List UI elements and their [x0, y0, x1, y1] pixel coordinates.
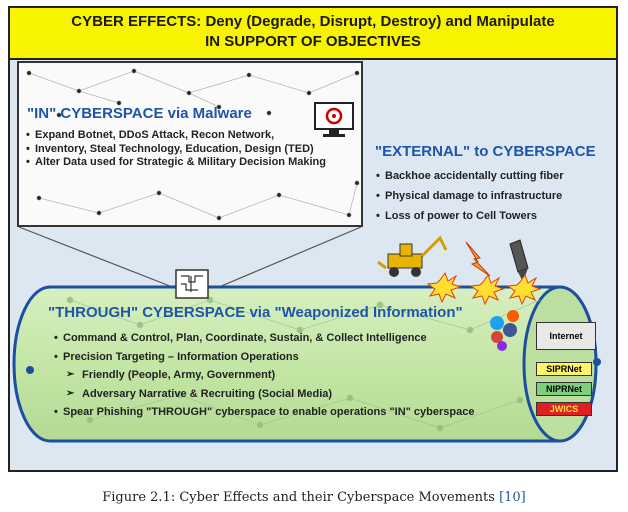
- list-item: Physical damage to infrastructure: [376, 186, 606, 206]
- cyber-effects-banner: CYBER EFFECTS: Deny (Degrade, Disrupt, D…: [10, 8, 616, 60]
- network-label-niprnet: NIPRNet: [536, 382, 592, 396]
- network-label-siprnet: SIPRNet: [536, 362, 592, 376]
- list-item: Command & Control, Plan, Coordinate, Sus…: [54, 329, 494, 348]
- social-media-icon: [490, 310, 519, 351]
- circuit-chip-icon: [175, 269, 209, 299]
- external-title: "EXTERNAL" to CYBERSPACE: [375, 143, 596, 160]
- list-item: Backhoe accidentally cutting fiber: [376, 166, 606, 186]
- node-dot-right: [593, 358, 601, 366]
- figure-caption: Figure 2.1: Cyber Effects and their Cybe…: [0, 490, 628, 505]
- network-label-text: JWICS: [549, 404, 579, 414]
- banner-line-1: CYBER EFFECTS: Deny (Degrade, Disrupt, D…: [71, 13, 555, 30]
- banner-line-2: IN SUPPORT OF OBJECTIVES: [205, 33, 421, 50]
- list-item: Precision Targeting – Information Operat…: [54, 348, 494, 367]
- through-bullets: Command & Control, Plan, Coordinate, Sus…: [54, 329, 494, 422]
- in-cyberspace-panel: "IN" CYBERSPACE via Malware Expand Botne…: [17, 61, 363, 227]
- network-label-text: SIPRNet: [546, 364, 582, 374]
- connector-line-left: [18, 226, 181, 291]
- network-label-internet: Internet: [536, 322, 596, 350]
- list-item: Inventory, Steal Technology, Education, …: [26, 143, 356, 157]
- list-item: Loss of power to Cell Towers: [376, 206, 606, 226]
- list-item: Alter Data used for Strategic & Military…: [26, 156, 356, 170]
- sub-list-item: Adversary Narrative & Recruiting (Social…: [62, 385, 494, 404]
- connector-line-right: [211, 226, 362, 291]
- network-label-text: NIPRNet: [545, 384, 582, 394]
- list-item: Spear Phishing "THROUGH" cyberspace to e…: [54, 403, 494, 422]
- network-label-jwics: JWICS: [536, 402, 592, 416]
- network-mesh-background: [26, 68, 360, 221]
- biohazard-monitor-icon: [314, 102, 354, 137]
- lightning-icon: [465, 241, 491, 277]
- in-cyberspace-bullets: Expand Botnet, DDoS Attack, Recon Networ…: [26, 129, 356, 170]
- external-bullets: Backhoe accidentally cutting fiber Physi…: [376, 166, 606, 226]
- through-cyberspace-title: "THROUGH" CYBERSPACE via "Weaponized Inf…: [48, 304, 463, 321]
- network-label-text: Internet: [549, 331, 583, 341]
- sub-list-item: Friendly (People, Army, Government): [62, 366, 494, 385]
- node-dot-left: [26, 366, 34, 374]
- backhoe-icon: [377, 235, 448, 277]
- bomb-icon: [509, 239, 529, 282]
- list-item: Expand Botnet, DDoS Attack, Recon Networ…: [26, 129, 356, 143]
- caption-text: Figure 2.1: Cyber Effects and their Cybe…: [102, 490, 500, 505]
- caption-reference-link[interactable]: [10]: [499, 490, 526, 505]
- explosion-icon: [426, 271, 542, 306]
- in-cyberspace-title: "IN" CYBERSPACE via Malware: [27, 105, 252, 122]
